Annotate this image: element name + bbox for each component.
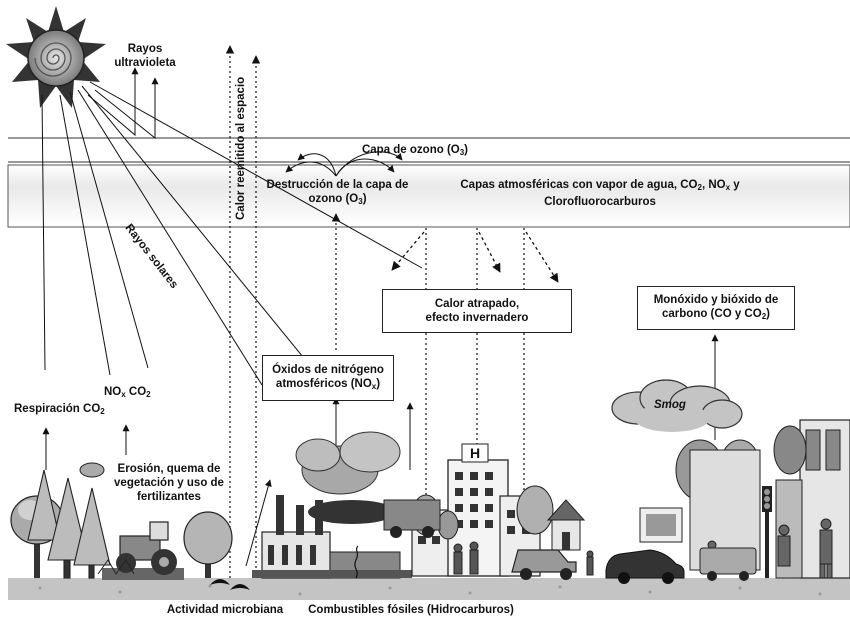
erosion-label: Erosión, quema de vegetación y uso de fe… bbox=[104, 462, 234, 504]
bus-icon bbox=[699, 547, 757, 581]
microbial-activity-text: Actividad microbiana bbox=[166, 604, 284, 616]
erosion-line1: Erosión, quema de bbox=[117, 463, 221, 475]
carbon-oxides-line2: carbono (CO y CO bbox=[662, 307, 762, 320]
respiration-sub: 2 bbox=[100, 407, 105, 416]
smog-text: Smog bbox=[654, 399, 686, 411]
trapped-heat-box: Calor atrapado, efecto invernadero bbox=[382, 289, 572, 333]
smog-label: Smog bbox=[640, 398, 700, 412]
carbon-oxides-sub: 2 bbox=[761, 311, 767, 321]
uv-label-line2: ultravioleta bbox=[114, 57, 176, 69]
atmospheric-layers-line1: Capas atmosféricas con vapor de agua, CO bbox=[460, 179, 698, 191]
reemitted-heat-label: Calor reemitido al espacio bbox=[235, 77, 247, 220]
nox-text: NO bbox=[104, 386, 122, 398]
uv-label-line1: Rayos bbox=[127, 43, 163, 55]
nitrogen-oxides-line2: atmosféricos (NO bbox=[275, 377, 372, 390]
factory-icon bbox=[252, 431, 412, 579]
solar-rays bbox=[41, 81, 423, 401]
ozone-destruction-line1: Destrucción de la capa de bbox=[266, 179, 409, 191]
traffic-light-icon bbox=[762, 486, 772, 578]
atmospheric-layers-label: Capas atmosféricas con vapor de agua, CO… bbox=[440, 178, 760, 209]
pine-tree-icon bbox=[27, 469, 111, 579]
ozone-destruction-line2: ozono (O bbox=[308, 193, 359, 205]
ozone-layer-sub: 3 bbox=[459, 148, 465, 157]
reemitted-heat-text: Calor reemitido al espacio bbox=[235, 76, 247, 220]
house-icon bbox=[546, 499, 586, 551]
atmospheric-layers-line2: Clorofluorocarburos bbox=[544, 196, 656, 208]
carbon-oxides-line1: Monóxido y bióxido de bbox=[653, 293, 779, 306]
atmospheric-layers-sub1: 2 bbox=[697, 183, 702, 192]
erosion-line3: fertilizantes bbox=[137, 491, 201, 503]
nitrogen-oxides-box: Óxidos de nitrógeno atmosféricos (NOx) bbox=[262, 355, 394, 401]
car-icon bbox=[511, 549, 577, 580]
atmospheric-layers-end: y bbox=[730, 179, 740, 191]
nox-sub: x bbox=[121, 390, 126, 399]
respiration-text: Respiración CO bbox=[14, 403, 101, 415]
cloud-icon bbox=[79, 462, 105, 478]
trapped-heat-line2: efecto invernadero bbox=[425, 312, 529, 324]
reemitted-heat-arrows bbox=[225, 45, 261, 578]
nitrogen-oxides-line1: Óxidos de nitrógeno bbox=[272, 363, 384, 376]
city-icon bbox=[639, 419, 850, 579]
uv-arrows bbox=[87, 67, 159, 140]
smog-cloud-icon bbox=[611, 379, 743, 432]
carbon-oxides-end: ) bbox=[766, 307, 770, 320]
trapped-heat-line1: Calor atrapado, bbox=[434, 298, 520, 310]
ozone-destruction-label: Destrucción de la capa de ozono (O3) bbox=[250, 178, 425, 209]
ozone-layer-label: Capa de ozono (O3) bbox=[340, 143, 490, 160]
atmospheric-layers-band bbox=[7, 164, 850, 228]
atmospheric-layers-mid: , NO bbox=[701, 179, 726, 191]
tractor-icon bbox=[97, 521, 184, 580]
truck-icon bbox=[383, 499, 441, 538]
ozone-destruction-arrows bbox=[285, 151, 403, 177]
people-icon bbox=[453, 541, 594, 576]
bird-icon bbox=[210, 579, 250, 590]
ozone-destruction-end: ) bbox=[362, 193, 367, 205]
atmospheric-layers-sub2: x bbox=[725, 183, 731, 192]
car-icon bbox=[605, 549, 685, 584]
co2-sub: 2 bbox=[146, 390, 151, 399]
ozone-layer-end: ) bbox=[464, 144, 469, 156]
worm-icon bbox=[354, 545, 359, 579]
microbial-activity-label: Actividad microbiana bbox=[160, 603, 290, 617]
ozone-layer-text: Capa de ozono (O bbox=[361, 144, 460, 156]
fossil-fuels-text: Combustibles fósiles (Hidrocarburos) bbox=[308, 604, 514, 616]
fossil-fuels-label: Combustibles fósiles (Hidrocarburos) bbox=[296, 603, 526, 617]
nitrogen-oxides-end: ) bbox=[376, 377, 381, 390]
ground-texture bbox=[38, 584, 822, 596]
ozone-destruction-sub: 3 bbox=[358, 197, 363, 206]
carbon-oxides-box: Monóxido y bióxido de carbono (CO y CO2) bbox=[637, 286, 795, 330]
nitrogen-oxides-sub: x bbox=[371, 381, 377, 391]
sun-icon bbox=[6, 6, 106, 108]
nox-co2-label: NOx CO2 bbox=[104, 385, 164, 402]
respiration-label: Respiración CO2 bbox=[14, 402, 114, 419]
co2-text: CO bbox=[125, 386, 147, 398]
ozone-layer-band bbox=[8, 137, 850, 163]
svg-text:H: H bbox=[470, 445, 480, 461]
uv-label: Rayos ultravioleta bbox=[110, 42, 180, 70]
trapped-heat-reflect-arrows bbox=[391, 231, 559, 283]
tree-icon bbox=[183, 511, 233, 578]
ground-strip bbox=[8, 578, 850, 600]
erosion-line2: vegetación y uso de bbox=[114, 477, 224, 489]
